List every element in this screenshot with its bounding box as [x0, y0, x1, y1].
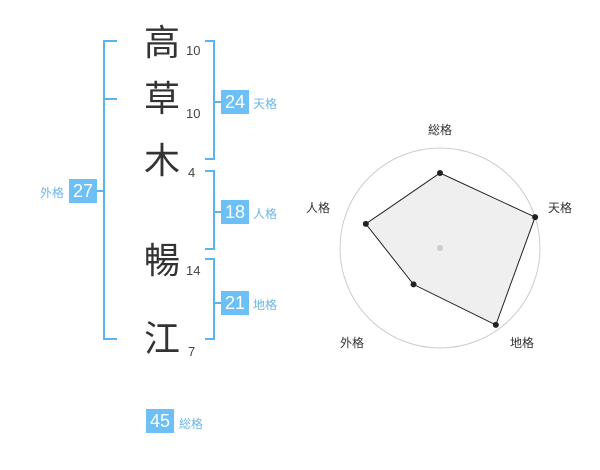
radar-point	[410, 281, 417, 288]
jinkaku-bracket-bottom	[205, 248, 215, 250]
tenkaku-label: 天格	[253, 97, 278, 111]
gaikaku-bracket-top	[103, 40, 117, 42]
radar-point	[437, 170, 443, 176]
radar-axis-label-tenkaku: 天格	[548, 201, 573, 215]
radar-axis-label-jinkaku: 人格	[306, 201, 331, 215]
stroke-count-2: 10	[186, 106, 201, 121]
gaikaku-bracket-bottom	[103, 338, 117, 340]
jinkaku-value: 18	[221, 200, 249, 224]
soukaku-value: 45	[146, 409, 174, 433]
name-char-5: 江	[143, 319, 180, 360]
jinkaku-bracket-tick	[213, 211, 221, 213]
radar-axis-label-soukaku: 総格	[428, 123, 453, 137]
tenkaku-bracket-top	[205, 40, 215, 42]
chikaku-bracket-tick	[213, 302, 221, 304]
gaikaku-bracket-tick	[95, 190, 103, 192]
radar-chart	[339, 147, 541, 349]
radar-point	[492, 321, 499, 328]
name-char-2: 草	[143, 79, 180, 120]
tenkaku-bracket-line	[213, 40, 215, 160]
chikaku-bracket-top	[205, 258, 215, 260]
chikaku-value: 21	[221, 291, 249, 315]
chikaku-label: 地格	[253, 298, 278, 312]
radar-point	[532, 214, 539, 221]
name-char-1: 高	[143, 23, 180, 64]
jinkaku-bracket-top	[205, 170, 215, 172]
stroke-count-1: 10	[186, 43, 201, 58]
radar-point	[362, 220, 369, 227]
radar-axis-label-chikaku: 地格	[510, 336, 535, 350]
stroke-count-4: 14	[186, 263, 201, 278]
stroke-count-5: 7	[188, 344, 196, 359]
soukaku-label: 総格	[179, 417, 204, 431]
tenkaku-value: 24	[221, 90, 249, 114]
tenkaku-bracket-bottom	[205, 158, 215, 160]
radar-shape	[365, 172, 536, 326]
radar-points	[362, 170, 539, 328]
radar-center	[437, 245, 443, 251]
jinkaku-label: 人格	[253, 207, 278, 221]
name-char-3: 木	[143, 141, 180, 182]
gaikaku-bracket-line	[103, 40, 105, 340]
gaikaku-value: 27	[69, 179, 97, 203]
chikaku-bracket-bottom	[205, 338, 215, 340]
radar-axis-label-gaikaku: 外格	[340, 336, 365, 350]
tenkaku-bracket-tick	[213, 101, 221, 103]
chikaku-bracket-line	[213, 258, 215, 340]
jinkaku-bracket-line	[213, 170, 215, 250]
stroke-count-3: 4	[188, 165, 196, 180]
gaikaku-bracket-mid	[103, 98, 117, 100]
name-char-4: 暢	[143, 241, 180, 282]
gaikaku-label: 外格	[40, 186, 65, 200]
